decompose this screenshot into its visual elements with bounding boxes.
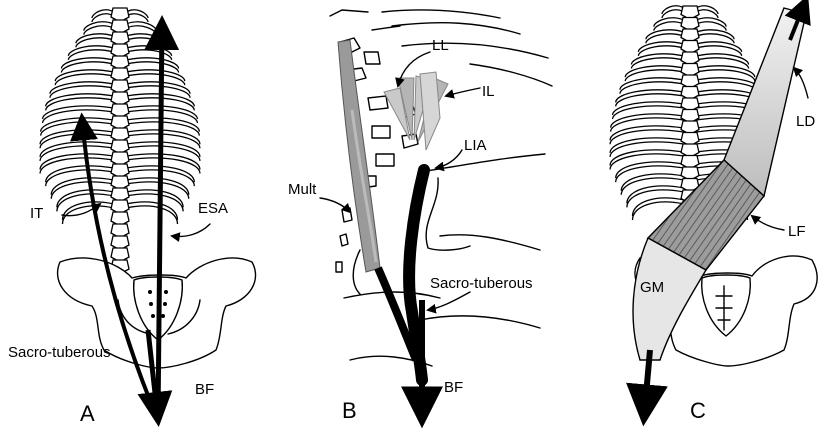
panel-a: IT ESA Sacro-tuberous BF A <box>8 8 256 426</box>
sacrotuberous-b-leader <box>428 292 470 310</box>
panel-label-b: B <box>342 398 357 423</box>
label-mult: Mult <box>288 181 317 198</box>
panel-label-c: C <box>690 398 706 423</box>
ld-leader <box>794 68 808 98</box>
label-lia: LIA <box>464 137 487 154</box>
panel-c: LD LF GM C <box>610 0 817 423</box>
label-bf-a: BF <box>195 381 214 398</box>
label-gm: GM <box>640 279 664 296</box>
esa-leader <box>172 224 210 237</box>
panel-b: LL IL LIA Mult Sacro-tuberous BF B <box>288 10 552 423</box>
panel-label-a: A <box>80 401 95 426</box>
label-lf: LF <box>788 223 806 240</box>
label-esa: ESA <box>198 200 228 217</box>
lf-leader <box>752 216 784 230</box>
label-bf-b: BF <box>444 379 463 396</box>
label-il: IL <box>482 83 495 100</box>
label-sacrotuberous-a: Sacro-tuberous <box>8 344 111 361</box>
label-sacrotuberous-b: Sacro-tuberous <box>430 275 533 292</box>
spine-a <box>111 8 129 274</box>
label-it: IT <box>30 205 43 222</box>
label-ld: LD <box>796 113 815 130</box>
label-ll: LL <box>432 37 449 54</box>
il-leader <box>446 88 480 96</box>
